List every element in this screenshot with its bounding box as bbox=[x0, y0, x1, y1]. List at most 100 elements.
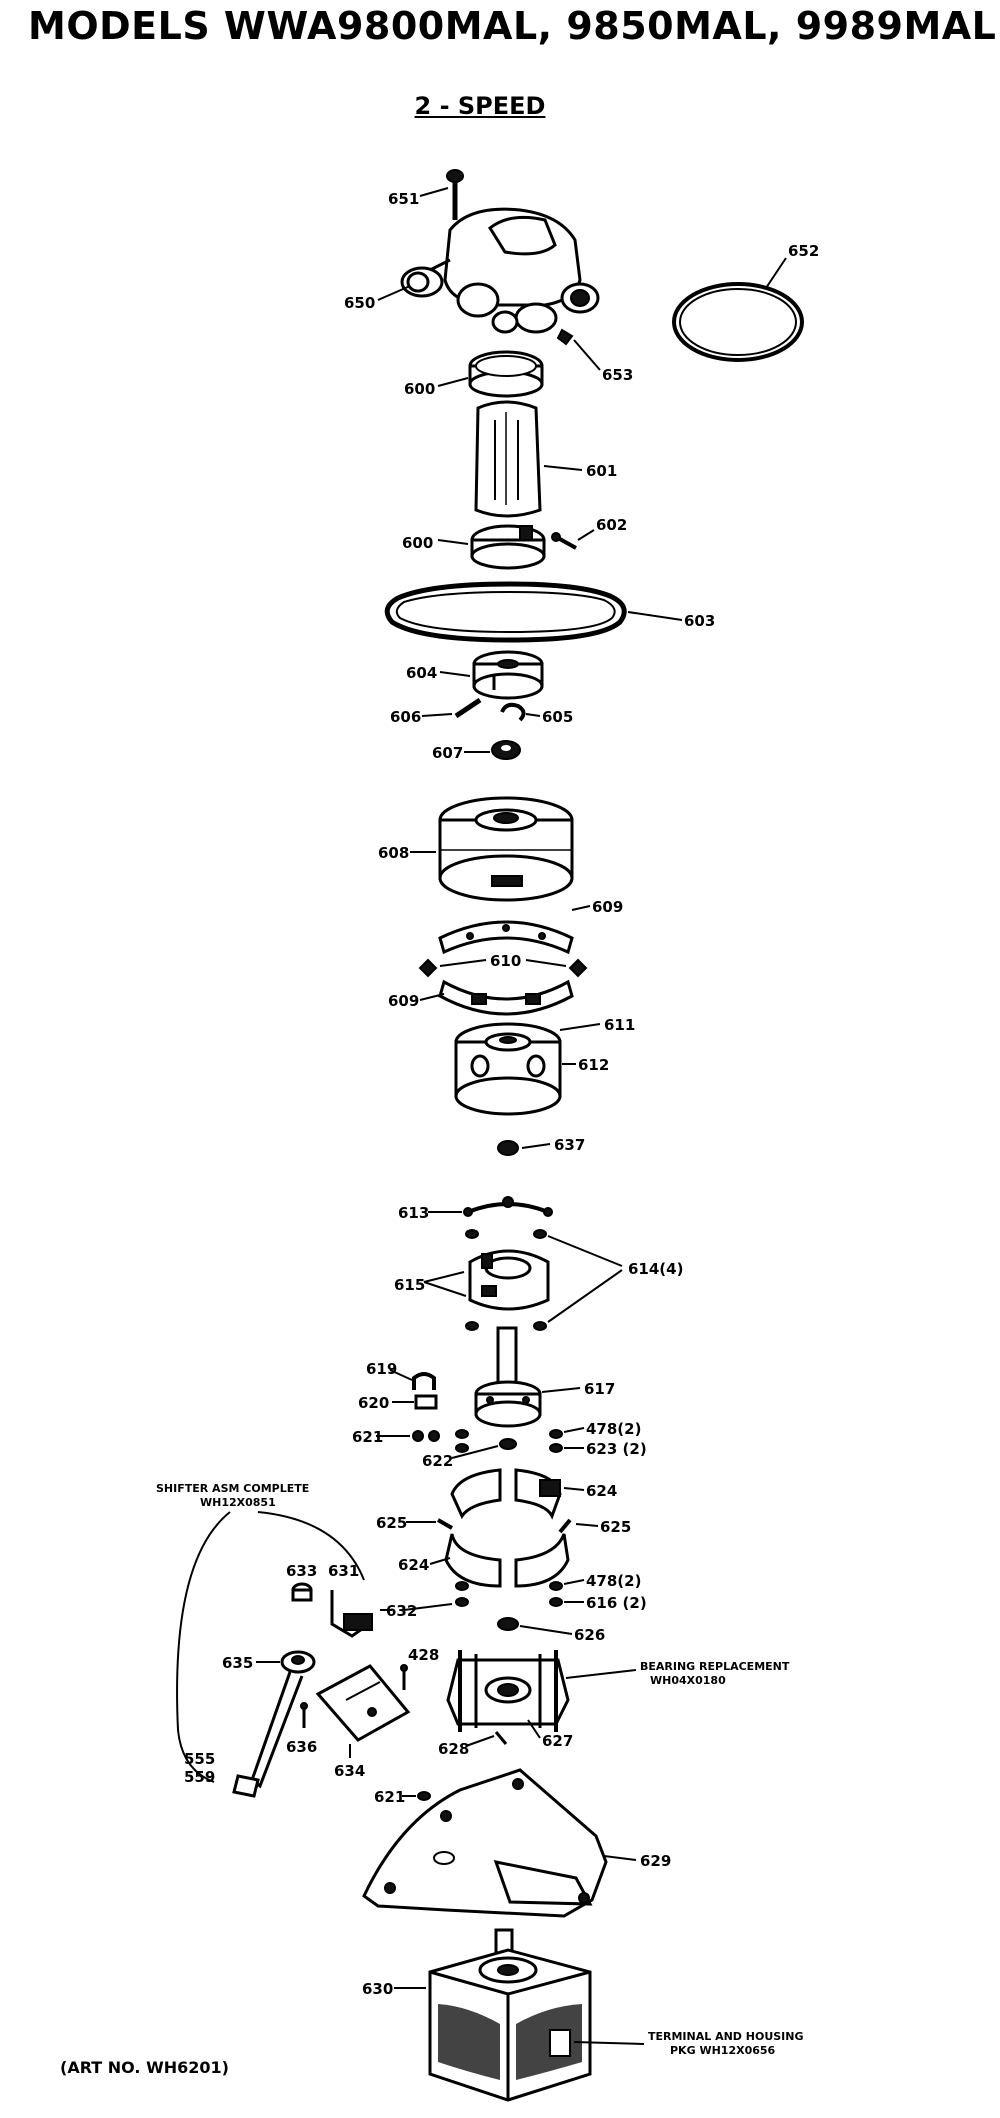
part-630-motor bbox=[428, 1928, 592, 2102]
part-653-clip bbox=[556, 328, 574, 346]
part-626-nut bbox=[497, 1617, 519, 1631]
part-600-clamp-lower bbox=[470, 524, 546, 570]
label-651: 651 bbox=[388, 190, 419, 208]
label-478a: 478(2) bbox=[586, 1420, 641, 1438]
part-604-pulley bbox=[472, 650, 544, 700]
part-652-ring bbox=[672, 282, 804, 362]
part-606-pin bbox=[454, 697, 482, 719]
shifter-note-line1: SHIFTER ASM COMPLETE bbox=[156, 1482, 309, 1495]
label-478b: 478(2) bbox=[586, 1572, 641, 1590]
part-603-belt bbox=[384, 581, 627, 643]
label-610: 610 bbox=[490, 952, 521, 970]
terminal-note-line2: PKG WH12X0656 bbox=[670, 2044, 776, 2057]
label-607: 607 bbox=[432, 744, 463, 762]
label-614: 614(4) bbox=[628, 1260, 683, 1278]
label-630: 630 bbox=[362, 1980, 393, 1998]
part-617-shaft bbox=[474, 1326, 542, 1428]
label-621a: 621 bbox=[352, 1428, 383, 1446]
label-616: 616 (2) bbox=[586, 1594, 647, 1612]
bearing-note-line2: WH04X0180 bbox=[650, 1674, 726, 1687]
label-621b: 621 bbox=[374, 1788, 405, 1806]
label-604: 604 bbox=[406, 664, 437, 682]
part-608-clutch-drum bbox=[438, 796, 574, 902]
label-626: 626 bbox=[574, 1626, 605, 1644]
part-615-cam-block bbox=[468, 1249, 550, 1311]
label-653: 653 bbox=[602, 366, 633, 384]
label-603: 603 bbox=[684, 612, 715, 630]
shifter-note-line2: WH12X0851 bbox=[200, 1496, 276, 1509]
label-650: 650 bbox=[344, 294, 375, 312]
part-651-screw bbox=[446, 169, 464, 220]
part-650-pump bbox=[400, 207, 600, 334]
label-600b: 600 bbox=[402, 534, 433, 552]
label-637: 637 bbox=[554, 1136, 585, 1154]
label-622: 622 bbox=[422, 1452, 453, 1470]
label-559: 559 bbox=[184, 1768, 215, 1786]
part-624-gear-upper bbox=[450, 1468, 562, 1520]
label-629: 629 bbox=[640, 1852, 671, 1870]
part-478-623-washers bbox=[455, 1429, 563, 1453]
part-620-block bbox=[414, 1394, 438, 1410]
label-636: 636 bbox=[286, 1738, 317, 1756]
label-601: 601 bbox=[586, 462, 617, 480]
label-600a: 600 bbox=[404, 380, 435, 398]
part-601-hose bbox=[474, 400, 542, 518]
part-609-brake-shoe-lower bbox=[438, 979, 574, 1016]
label-627: 627 bbox=[542, 1732, 573, 1750]
label-602: 602 bbox=[596, 516, 627, 534]
part-428-screw bbox=[400, 1664, 408, 1690]
part-600-clamp-upper bbox=[468, 350, 544, 398]
label-555: 555 bbox=[184, 1750, 215, 1768]
label-609b: 609 bbox=[388, 992, 419, 1010]
part-607-nut bbox=[491, 740, 521, 760]
part-637-nut bbox=[497, 1140, 519, 1156]
part-636-pin bbox=[300, 1702, 308, 1728]
page-title: MODELS WWA9800MAL, 9850MAL, 9989MAL bbox=[28, 4, 997, 48]
label-624a: 624 bbox=[586, 1482, 617, 1500]
part-610-spring-left bbox=[418, 958, 438, 978]
part-619-clip bbox=[412, 1372, 436, 1390]
part-609-brake-shoe-upper bbox=[438, 920, 574, 955]
part-613-bracket bbox=[463, 1196, 553, 1217]
art-number: (ART NO. WH6201) bbox=[60, 2058, 229, 2077]
part-555-559-link bbox=[232, 1774, 260, 1798]
part-478-616-washers bbox=[455, 1581, 563, 1607]
label-625a: 625 bbox=[376, 1514, 407, 1532]
label-652: 652 bbox=[788, 242, 819, 260]
label-620: 620 bbox=[358, 1394, 389, 1412]
part-614-washers bbox=[465, 1229, 547, 1331]
label-428: 428 bbox=[408, 1646, 439, 1664]
label-631: 631 bbox=[328, 1562, 359, 1580]
part-612-hub bbox=[454, 1022, 562, 1116]
label-628: 628 bbox=[438, 1740, 469, 1758]
part-633-cap bbox=[291, 1582, 313, 1602]
label-634: 634 bbox=[334, 1762, 365, 1780]
part-622-ring bbox=[499, 1438, 517, 1450]
label-632: 632 bbox=[386, 1602, 417, 1620]
label-605: 605 bbox=[542, 708, 573, 726]
bearing-note-line1: BEARING REPLACEMENT bbox=[640, 1660, 790, 1673]
label-625b: 625 bbox=[600, 1518, 631, 1536]
part-602-screw bbox=[551, 532, 577, 550]
part-605-clip bbox=[500, 702, 526, 722]
label-624b: 624 bbox=[398, 1556, 429, 1574]
part-628-pin bbox=[494, 1731, 508, 1745]
part-621-lower bbox=[417, 1791, 431, 1801]
part-610-spring-right bbox=[568, 958, 588, 978]
part-634-bracket bbox=[315, 1664, 411, 1742]
part-625-pins bbox=[437, 1518, 572, 1534]
part-627-bearing-housing bbox=[446, 1650, 570, 1732]
part-621-washers bbox=[412, 1430, 440, 1442]
part-624-gear-lower bbox=[444, 1533, 570, 1588]
label-609a: 609 bbox=[592, 898, 623, 916]
label-611: 611 bbox=[604, 1016, 635, 1034]
label-617: 617 bbox=[584, 1380, 615, 1398]
label-606: 606 bbox=[390, 708, 421, 726]
page-subtitle: 2 - SPEED bbox=[414, 92, 546, 120]
terminal-note-line1: TERMINAL AND HOUSING bbox=[648, 2030, 804, 2043]
label-615: 615 bbox=[394, 1276, 425, 1294]
label-623: 623 (2) bbox=[586, 1440, 647, 1458]
label-612: 612 bbox=[578, 1056, 609, 1074]
label-635: 635 bbox=[222, 1654, 253, 1672]
